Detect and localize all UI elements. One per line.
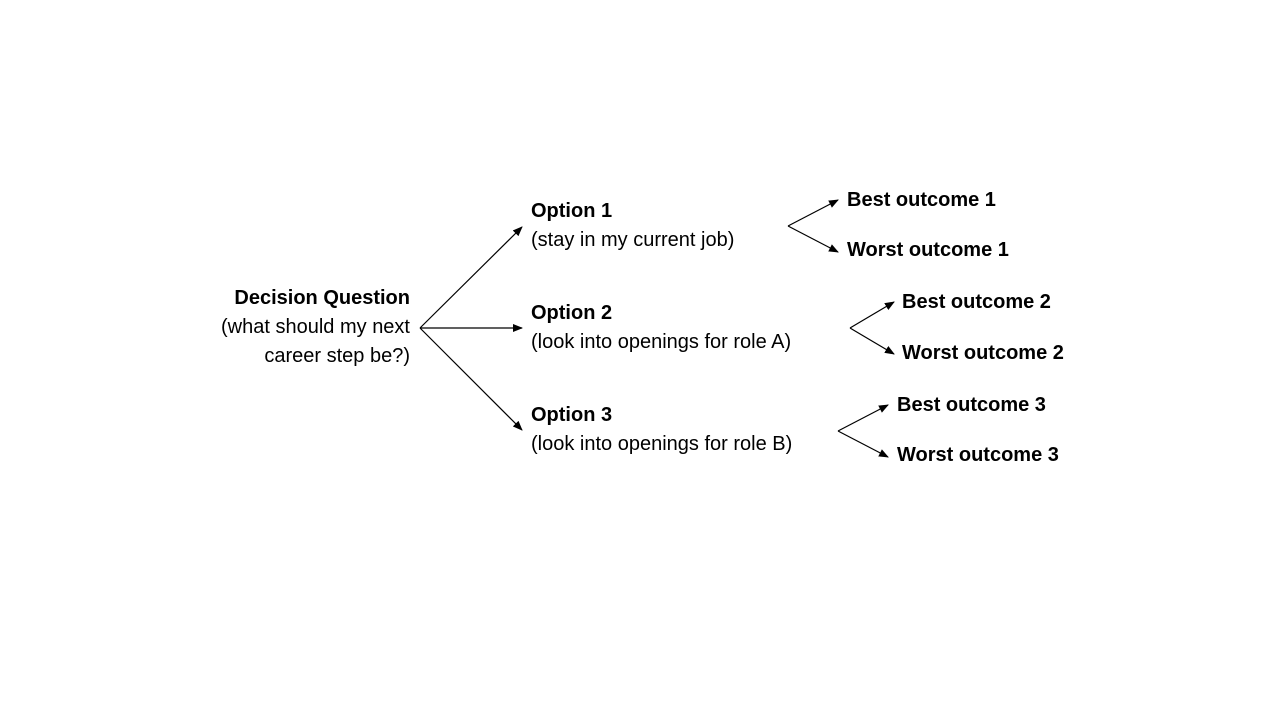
decision-question-node: Decision Question (what should my next c… xyxy=(221,284,410,371)
arrow-option-1-to-best xyxy=(787,199,839,227)
worst-outcome-2: Worst outcome 2 xyxy=(902,342,1064,364)
arrow-option-2-to-worst xyxy=(849,327,895,355)
option-2-subtitle: (look into openings for role A) xyxy=(531,331,792,353)
best-outcome-3: Best outcome 3 xyxy=(897,394,1046,416)
best-outcome-1: Best outcome 1 xyxy=(847,189,996,211)
arrow-root-to-option-1 xyxy=(419,226,523,329)
decision-question-text-line-2: career step be?) xyxy=(264,345,410,367)
arrow-root-to-option-3 xyxy=(419,327,523,431)
decision-question-title: Decision Question xyxy=(234,287,410,309)
option-3-node: Option 3 (look into openings for role B) xyxy=(531,401,792,459)
arrow-option-3-to-worst xyxy=(837,430,889,458)
arrow-option-3-to-best xyxy=(837,404,889,432)
worst-outcome-1: Worst outcome 1 xyxy=(847,239,1009,261)
decision-question-text-line-1: (what should my next xyxy=(221,316,410,338)
option-1-subtitle: (stay in my current job) xyxy=(531,229,735,251)
option-3-subtitle: (look into openings for role B) xyxy=(531,433,793,455)
arrow-option-2-to-best xyxy=(849,301,895,329)
best-outcome-2: Best outcome 2 xyxy=(902,291,1051,313)
option-1-node: Option 1 (stay in my current job) xyxy=(531,197,734,255)
arrow-option-1-to-worst xyxy=(787,225,839,253)
option-2-node: Option 2 (look into openings for role A) xyxy=(531,299,791,357)
option-1-title: Option 1 xyxy=(531,200,613,222)
option-2-title: Option 2 xyxy=(531,302,613,324)
worst-outcome-3: Worst outcome 3 xyxy=(897,444,1059,466)
option-3-title: Option 3 xyxy=(531,404,613,426)
